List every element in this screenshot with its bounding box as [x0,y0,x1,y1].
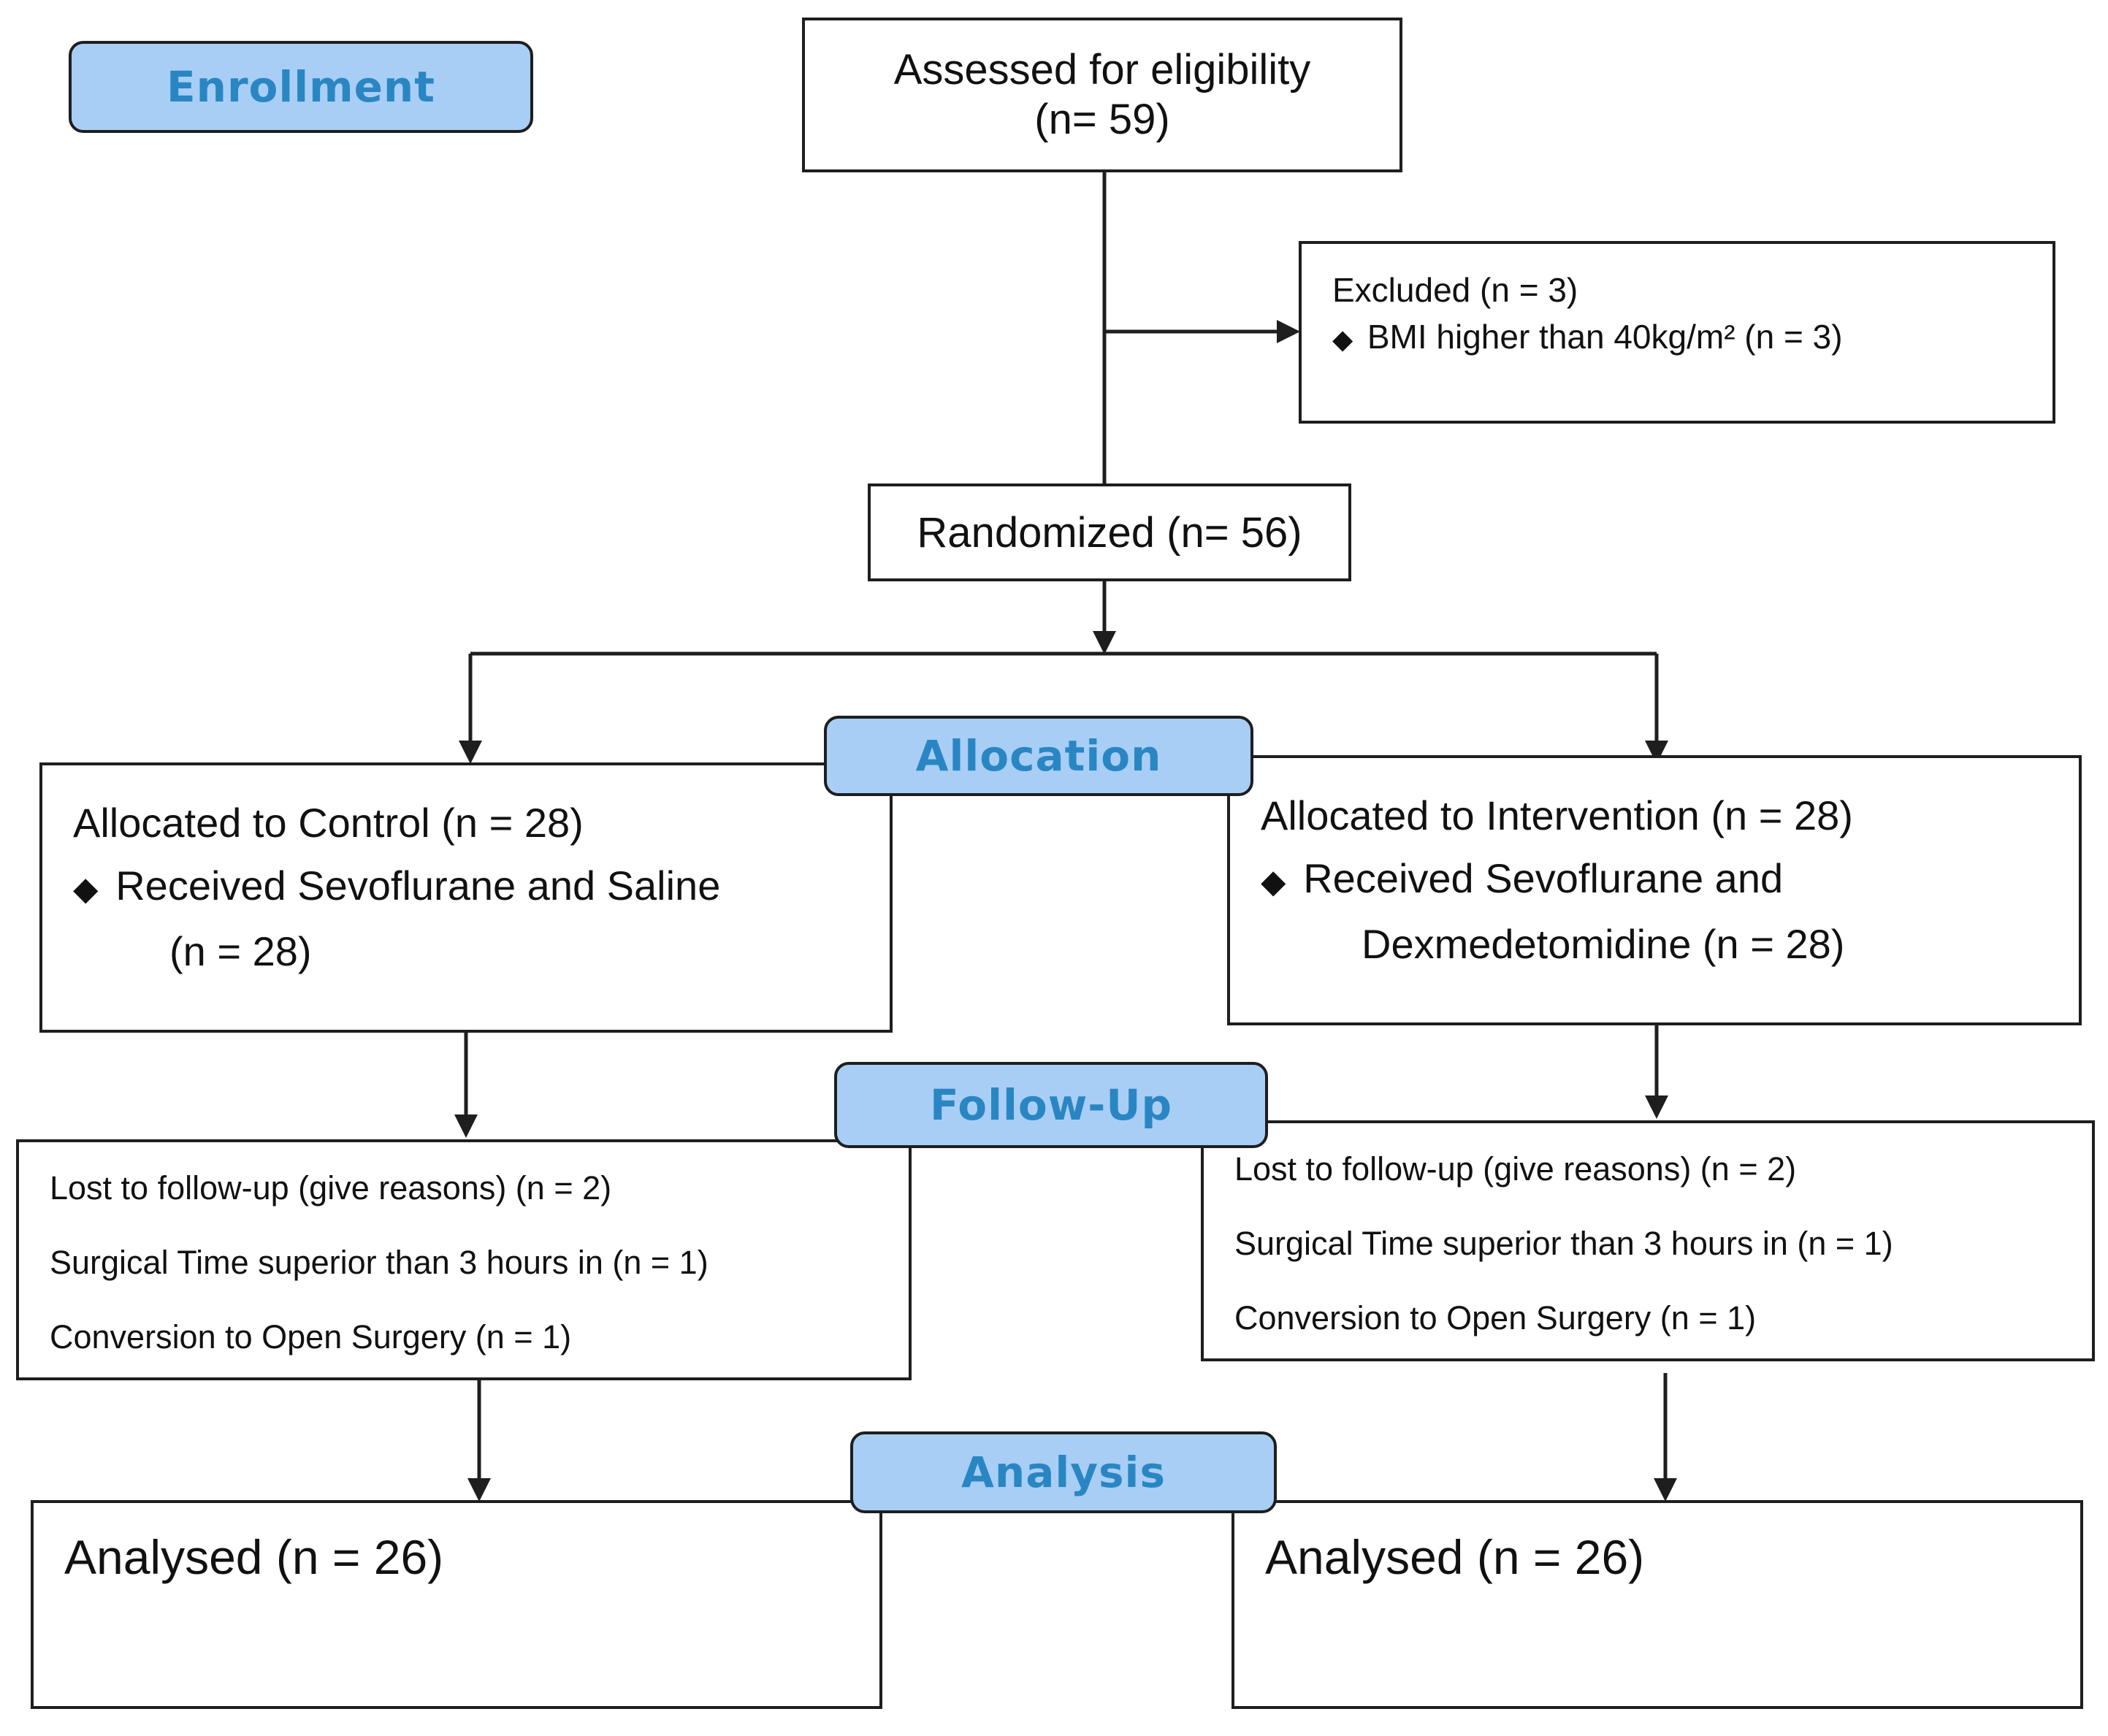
arrowhead-randomized-split [1093,631,1116,654]
intervention-lost: Lost to follow-up (give reasons) (n = 2) [1234,1150,1797,1188]
control-surgical-time: Surgical Time superior than 3 hours in (… [50,1244,709,1281]
intervention-conversion: Conversion to Open Surgery (n = 1) [1234,1299,1757,1337]
bullet-icon: ◆ [1332,324,1353,354]
control-received-line2: (n = 28) [169,928,312,974]
intervention-surgical-time: Surgical Time superior than 3 hours in (… [1234,1225,1893,1262]
arrowhead-intervention-followup [1645,1095,1668,1119]
arrowhead-excluded [1277,320,1300,343]
phase-allocation-label: Allocation [824,716,1253,796]
arrowhead-control-analysis [467,1478,491,1502]
intervention-allocated: Allocated to Intervention (n = 28) [1261,792,1853,838]
control-allocated: Allocated to Control (n = 28) [73,800,584,846]
control-analysis-box: Analysed (n = 26) [31,1500,882,1709]
intervention-allocation-box: Allocated to Intervention (n = 28) ◆ Rec… [1227,755,2082,1025]
phase-analysis-label: Analysis [850,1431,1277,1513]
control-analysed: Analysed (n = 26) [64,1530,444,1584]
phase-followup-label: Follow-Up [834,1062,1268,1148]
arrowhead-control-followup [454,1114,478,1138]
intervention-received-row: ◆ Received Sevoflurane and [1261,847,2079,913]
arrowhead-intervention-allocation [1645,741,1668,764]
control-lost: Lost to follow-up (give reasons) (n = 2) [50,1169,612,1207]
excluded-label: Excluded (n = 3) [1332,271,1578,309]
intervention-analysed: Analysed (n = 26) [1265,1530,1645,1584]
bullet-icon: ◆ [73,871,99,907]
assessed-count: (n= 59) [1034,96,1170,143]
bullet-icon: ◆ [1261,863,1286,900]
randomized-label: Randomized (n= 56) [917,508,1302,557]
assessed-box: Assessed for eligibility (n= 59) [802,18,1402,172]
randomized-box: Randomized (n= 56) [868,483,1351,581]
phase-enrollment-label: Enrollment [69,41,533,133]
arrowhead-intervention-analysis [1654,1478,1677,1502]
assessed-label: Assessed for eligibility [893,46,1311,93]
excluded-reason-row: ◆ BMI higher than 40kg/m² (n = 3) [1332,317,2052,356]
intervention-followup-box: Lost to follow-up (give reasons) (n = 2)… [1201,1120,2095,1361]
excluded-reason: BMI higher than 40kg/m² (n = 3) [1367,318,1843,356]
arrowhead-control-allocation [459,741,482,764]
control-conversion: Conversion to Open Surgery (n = 1) [50,1318,572,1355]
control-received-row: ◆ Received Sevoflurane and Saline [73,854,890,920]
intervention-analysis-box: Analysed (n = 26) [1231,1500,2083,1709]
intervention-received-line2: Dexmedetomidine (n = 28) [1362,921,1845,967]
control-received-line1: Received Sevoflurane and Saline [115,863,721,909]
intervention-received-line1: Received Sevoflurane and [1303,855,1784,901]
control-followup-box: Lost to follow-up (give reasons) (n = 2)… [16,1139,912,1380]
excluded-box: Excluded (n = 3) ◆ BMI higher than 40kg/… [1299,241,2055,424]
control-allocation-box: Allocated to Control (n = 28) ◆ Received… [39,762,893,1033]
